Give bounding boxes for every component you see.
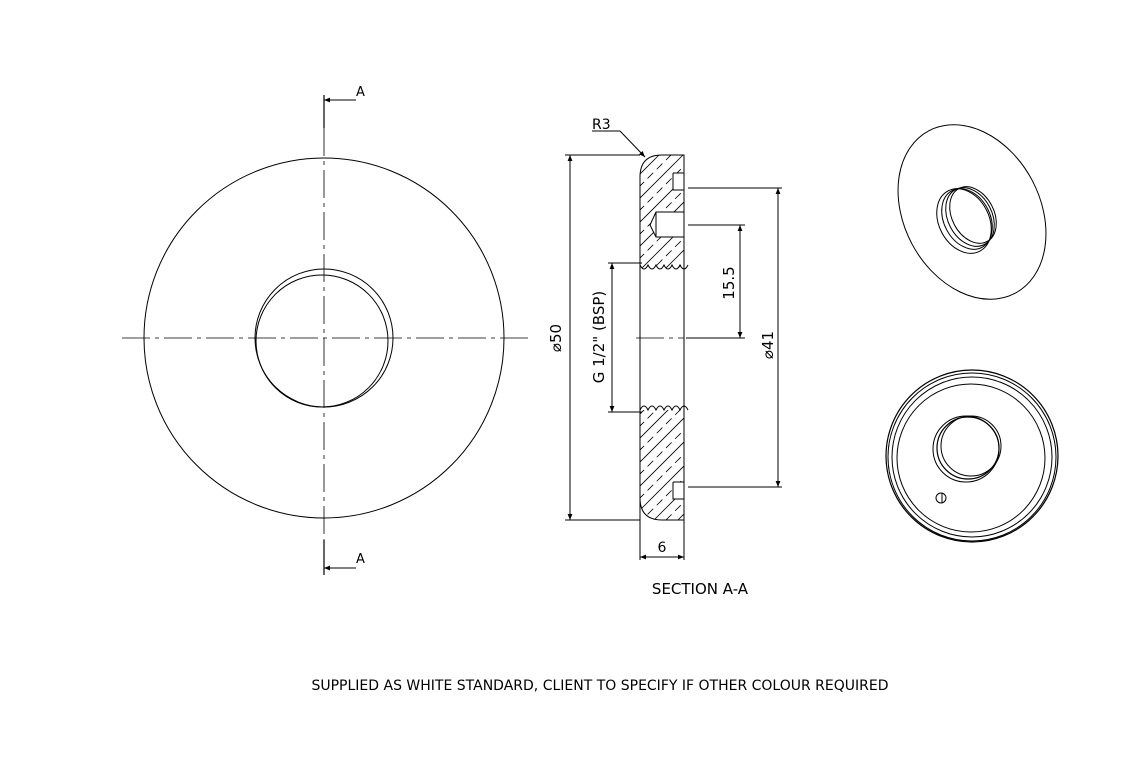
hatch-line: [640, 161, 684, 243]
hole-offset-label: 15.5: [720, 266, 738, 299]
front-view: A A: [122, 85, 528, 575]
hatch-line: [640, 377, 684, 459]
hatch-line: [640, 155, 684, 231]
hatch-line: [640, 449, 684, 520]
hatch-line: [640, 401, 684, 483]
thread-bottom: [639, 405, 689, 412]
hatch-line: [640, 221, 684, 303]
hatch-line: [640, 155, 684, 207]
isometric-view-back: [885, 369, 1059, 543]
groove-bottom: [672, 481, 684, 500]
hatch-line: [640, 389, 684, 471]
outer-diameter-label: ⌀50: [547, 324, 565, 352]
hatch-line: [640, 473, 684, 520]
section-label-top: A: [356, 85, 365, 100]
thread-circle: [255, 274, 389, 408]
isometric-view-front: [897, 124, 1047, 300]
section-title: SECTION A-A: [652, 580, 749, 598]
hatch-line: [640, 497, 684, 520]
thread-top: [639, 263, 689, 270]
hatch-line: [640, 437, 684, 519]
section-view: R3 ⌀50 G 1/2" (BSP) 15.5 ⌀41 6 SECTION A…: [547, 117, 782, 638]
radius-label: R3: [592, 117, 611, 133]
hatch-line: [640, 425, 684, 507]
hatch-line: [640, 413, 684, 495]
hatching: [620, 155, 700, 638]
section-marker-bottom: A: [323, 540, 365, 575]
hatch-line: [640, 209, 684, 291]
hatch-line: [640, 155, 684, 219]
fixing-hole: [649, 211, 684, 238]
section-marker-top: A: [323, 85, 365, 128]
hatch-line: [620, 558, 700, 638]
thickness-label: 6: [658, 540, 667, 556]
hatch-line: [640, 155, 684, 195]
section-label-bottom: A: [356, 552, 365, 567]
groove-top: [672, 172, 684, 191]
pcd-label: ⌀41: [759, 331, 777, 359]
colour-note: SUPPLIED AS WHITE STANDARD, CLIENT TO SP…: [311, 678, 888, 694]
hatch-line: [640, 197, 684, 279]
section-outline: [639, 154, 685, 560]
hatch-line: [640, 461, 684, 520]
thread-label: G 1/2" (BSP): [590, 291, 608, 384]
